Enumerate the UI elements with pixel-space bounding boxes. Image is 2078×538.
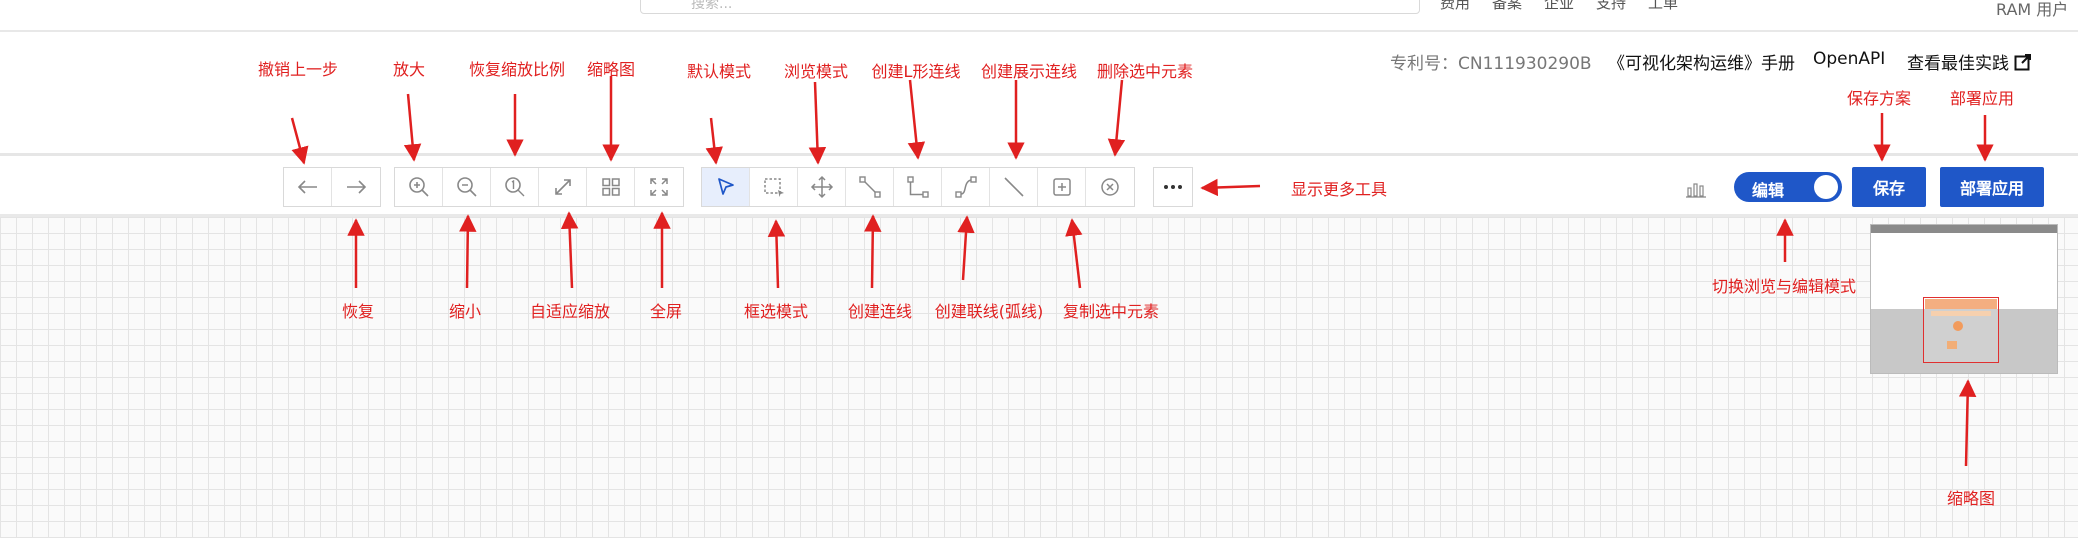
copy-add-icon (1052, 178, 1071, 196)
zoom-out-button[interactable] (443, 168, 491, 206)
top-bar: 搜索... 费用 备案 企业 支持 工单 RAM 用户 (0, 0, 2078, 30)
user-label[interactable]: RAM 用户 (1996, 0, 2069, 19)
save-button[interactable]: 保存 (1852, 167, 1926, 207)
bar-chart-icon[interactable] (1684, 176, 1708, 200)
best-practice-link[interactable]: 查看最佳实践 (1907, 49, 2032, 74)
annotation-label: 创建连线 (847, 302, 913, 321)
external-link-icon (2014, 54, 2032, 71)
annotation-label: 删除选中元素 (1096, 62, 1194, 81)
expand-diagonal-icon (554, 179, 571, 195)
straight-line-icon (1003, 177, 1024, 197)
annotation-label: 缩略图 (586, 60, 636, 79)
minimap-header (1871, 225, 2057, 233)
deploy-button[interactable]: 部署应用 (1940, 167, 2044, 207)
annotation-label: 创建展示连线 (980, 62, 1078, 81)
zoom-out-icon (456, 177, 477, 197)
minimap-node (1925, 299, 1997, 309)
delete-selected-button[interactable] (1086, 168, 1134, 206)
l-connector-icon (906, 176, 929, 198)
top-nav-item[interactable]: 费用 (1440, 0, 1471, 12)
canvas-grid[interactable] (0, 217, 2078, 538)
create-arc-line-button[interactable] (942, 168, 990, 206)
annotation-label: 切换浏览与编辑模式 (1711, 277, 1857, 296)
toggle-label: 编辑 (1752, 181, 1785, 200)
annotation-label: 全屏 (649, 302, 683, 321)
thumbnail-button[interactable] (587, 168, 635, 206)
arrow-left-icon (297, 180, 317, 194)
divider (0, 153, 2078, 156)
divider (0, 30, 2078, 32)
cursor-pointer-icon (717, 178, 734, 195)
fullscreen-button[interactable] (635, 168, 683, 206)
history-toolbar (283, 167, 381, 207)
search-placeholder: 搜索... (691, 0, 733, 12)
top-nav-item[interactable]: 备案 (1492, 0, 1523, 12)
browse-mode-button[interactable] (798, 168, 846, 206)
fit-zoom-button[interactable] (539, 168, 587, 206)
arrow-right-icon (347, 180, 367, 194)
top-nav-item[interactable]: 企业 (1544, 0, 1575, 12)
grid-icon (601, 178, 620, 196)
annotation-label: 部署应用 (1949, 89, 2015, 108)
annotation-label: 缩小 (448, 302, 482, 321)
connector-line-icon (858, 176, 881, 198)
minimap-node (1953, 321, 1963, 331)
annotation-label: 创建联线(弧线) (934, 302, 1044, 321)
annotation-label: 撤销上一步 (257, 60, 339, 79)
create-l-line-button[interactable] (894, 168, 942, 206)
zoom-reset-icon (504, 177, 524, 197)
marquee-select-icon (763, 178, 784, 197)
zoom-in-button[interactable] (395, 168, 443, 206)
minimap-viewport[interactable] (1923, 297, 1999, 363)
divider (0, 214, 2078, 217)
annotation-label: 放大 (392, 60, 426, 79)
default-mode-button[interactable] (702, 168, 750, 206)
annotation-label: 显示更多工具 (1290, 180, 1388, 199)
curve-connector-icon (954, 176, 977, 198)
create-line-button[interactable] (846, 168, 894, 206)
reset-zoom-button[interactable] (491, 168, 539, 206)
annotation-label: 缩略图 (1946, 489, 1996, 508)
redo-button[interactable] (332, 168, 380, 206)
patent-number: 专利号：CN111930290B (1390, 54, 1592, 74)
zoom-toolbar (394, 167, 684, 207)
annotation-label: 自适应缩放 (529, 302, 611, 321)
annotation-label: 复制选中元素 (1062, 302, 1160, 321)
ellipsis-icon (1164, 185, 1182, 189)
more-tools-button[interactable] (1153, 167, 1193, 207)
zoom-in-icon (408, 177, 429, 197)
fullscreen-icon (650, 178, 668, 196)
search-input[interactable]: 搜索... (640, 0, 1420, 14)
minimap-node (1931, 311, 1991, 316)
top-nav-item[interactable]: 支持 (1596, 0, 1627, 12)
minimap-area (1871, 233, 2057, 309)
close-circle-icon (1101, 178, 1119, 196)
annotation-label: 保存方案 (1846, 89, 1912, 108)
top-nav-item[interactable]: 工单 (1648, 0, 1679, 12)
minimap-node (1947, 341, 1957, 349)
annotation-label: 浏览模式 (783, 62, 849, 81)
openapi-link[interactable]: OpenAPI (1813, 49, 1886, 69)
move-icon (810, 175, 833, 199)
annotation-label: 恢复 (341, 302, 375, 321)
mode-toolbar (701, 167, 1135, 207)
annotation-label: 创建L形连线 (871, 62, 961, 81)
undo-button[interactable] (284, 168, 332, 206)
annotation-label: 恢复缩放比例 (468, 60, 566, 79)
copy-selected-button[interactable] (1038, 168, 1086, 206)
manual-link[interactable]: 《可视化架构运维》手册 (1608, 54, 1795, 74)
best-practice-label: 查看最佳实践 (1907, 54, 2009, 74)
select-mode-button[interactable] (750, 168, 798, 206)
toggle-knob (1814, 175, 1838, 199)
edit-mode-toggle[interactable]: 编辑 (1734, 172, 1842, 202)
minimap[interactable] (1870, 224, 2058, 374)
annotation-label: 默认模式 (686, 62, 752, 81)
create-display-line-button[interactable] (990, 168, 1038, 206)
annotation-label: 框选模式 (743, 302, 809, 321)
